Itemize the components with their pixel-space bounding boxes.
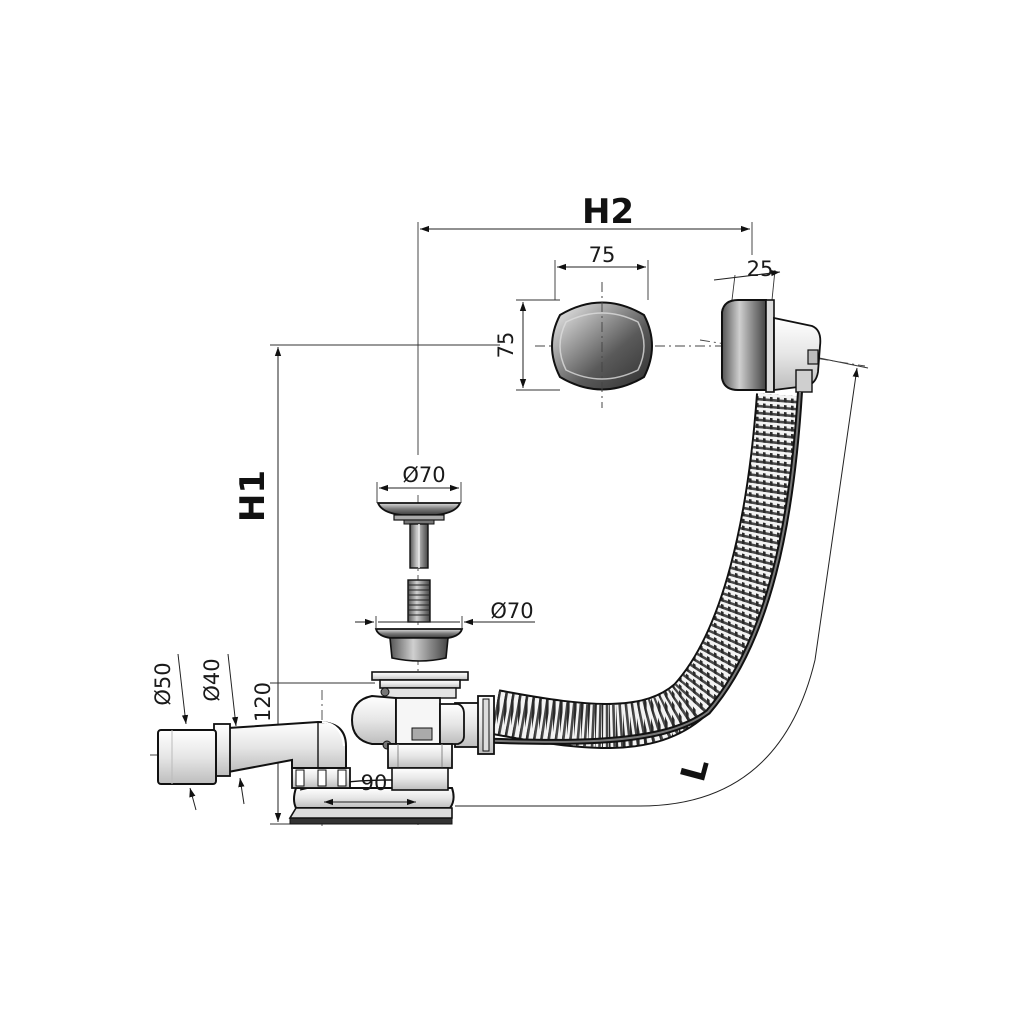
- plug-diameter-label: Ø70: [402, 463, 445, 487]
- dimension-h1: H1: [233, 344, 500, 825]
- l-label: L: [673, 755, 717, 786]
- dimension-waste-diameter: Ø70: [355, 599, 535, 629]
- h1-label: H1: [233, 470, 273, 522]
- dimension-trap-height: 120: [251, 682, 375, 722]
- dimension-outlet-inner: Ø40: [200, 653, 245, 805]
- dimension-overflow-width: 75: [554, 243, 649, 300]
- dimension-h2: H2: [417, 192, 753, 455]
- outlet-outer-label: Ø50: [151, 662, 175, 705]
- overflow-depth-label: 25: [747, 257, 774, 281]
- trap-height-label: 120: [251, 682, 275, 722]
- outlet-elbow: [157, 720, 347, 785]
- hose-connector-nut: [454, 695, 495, 755]
- h2-label: H2: [582, 192, 634, 232]
- overflow-width-label: 75: [589, 243, 616, 267]
- dimension-overflow-depth: 25: [713, 257, 781, 301]
- waste-diameter-label: Ø70: [490, 599, 533, 623]
- overflow-head-side: [721, 299, 822, 393]
- dimension-overflow-height: 75: [494, 299, 560, 391]
- overflow-cover-front: [551, 282, 653, 408]
- dimension-trap-offset: 90: [324, 771, 416, 806]
- dimension-outlet-outer: Ø50: [151, 653, 197, 811]
- dimension-plug-diameter: Ø70: [376, 463, 462, 503]
- pop-up-plug: [376, 502, 462, 623]
- outlet-inner-label: Ø40: [200, 658, 224, 701]
- waste-flange: [374, 628, 464, 662]
- flexible-overflow-hose: [424, 391, 803, 749]
- trap-offset-label: 90: [361, 771, 388, 795]
